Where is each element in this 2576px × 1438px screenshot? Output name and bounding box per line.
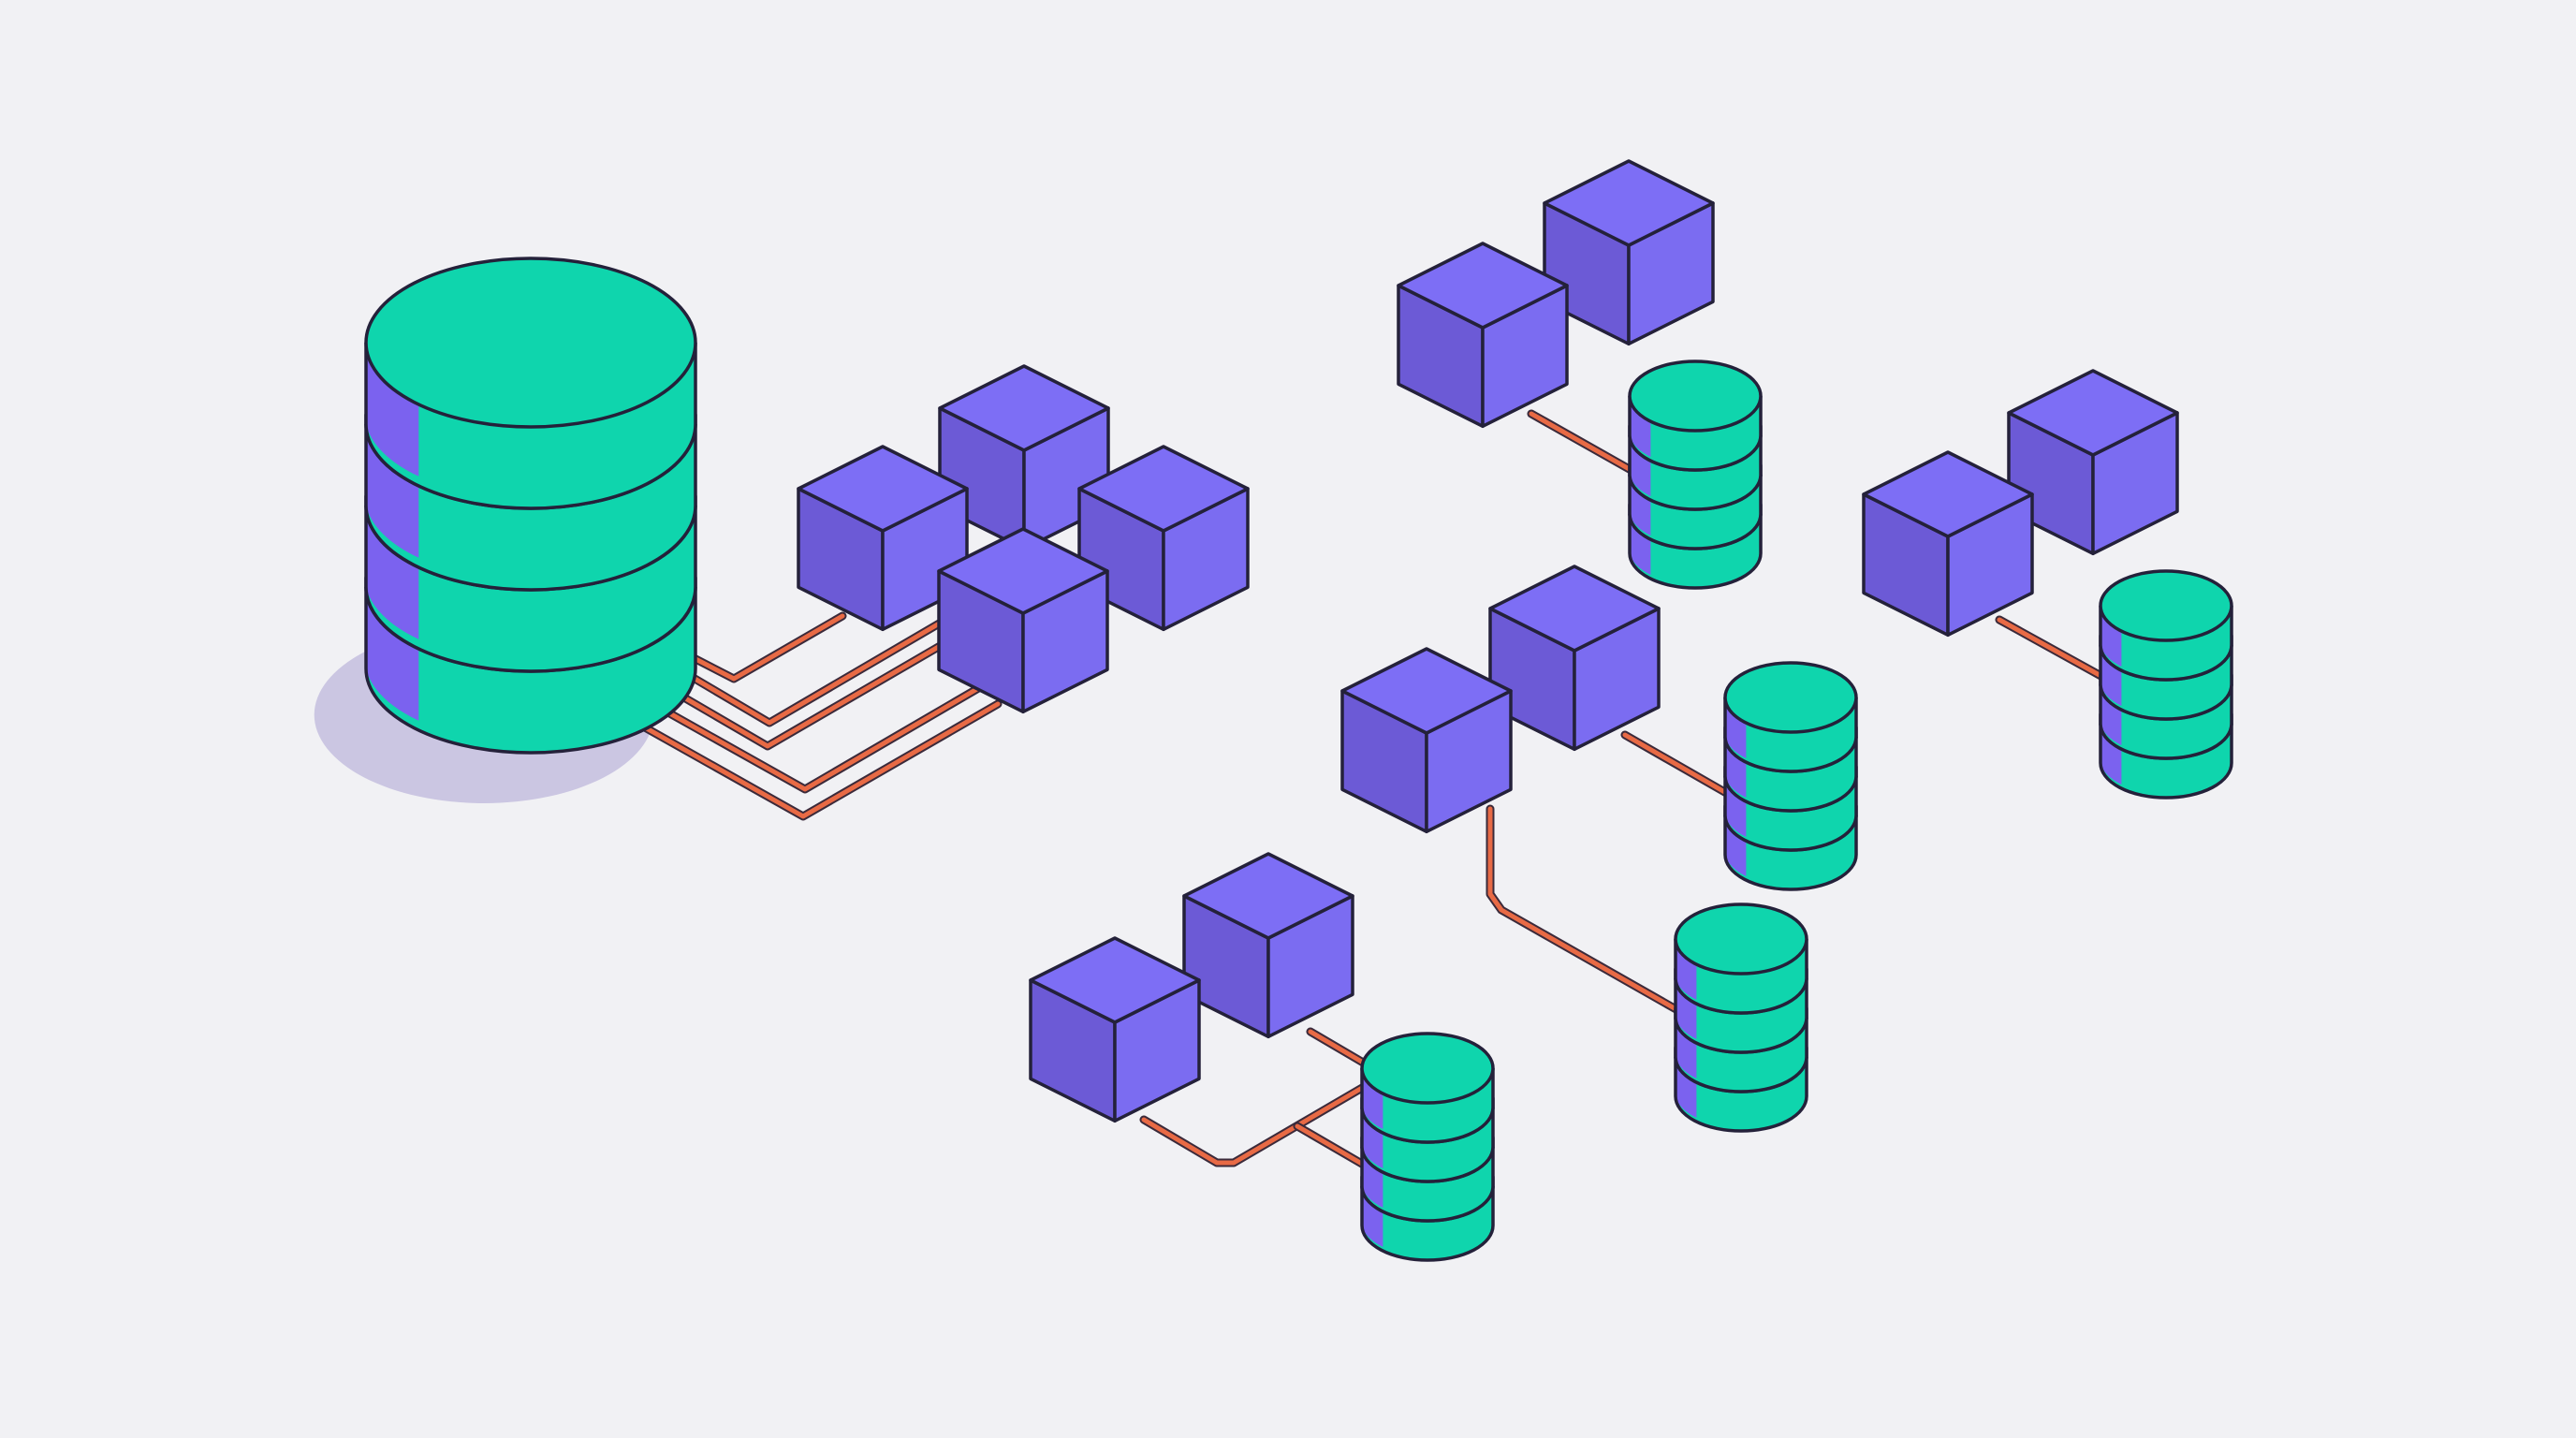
database-top xyxy=(1723,661,1858,734)
disk-outline xyxy=(1674,978,1808,1054)
connector-stroke xyxy=(1295,1123,1369,1169)
cube-top-face xyxy=(2007,369,2179,457)
database-top xyxy=(1360,1032,1495,1105)
shard-group-right-cube-back xyxy=(2007,369,2179,556)
disk-outline xyxy=(1628,514,1763,590)
disk-outline xyxy=(1674,1057,1808,1133)
cube-top-face xyxy=(1397,242,1569,330)
connector-right-group xyxy=(1995,615,2111,683)
cube-top-face xyxy=(938,364,1110,452)
database-top xyxy=(1628,360,1763,433)
disk-outline xyxy=(2099,645,2233,721)
connector-outline xyxy=(669,611,847,683)
disk-outline xyxy=(1723,697,1858,773)
shard-group-bottom-database xyxy=(1360,1032,1495,1262)
disk-outline xyxy=(364,424,697,592)
disk-outline xyxy=(1628,435,1763,511)
shard-group-top-cube-back xyxy=(1543,159,1715,346)
connector-bottom-group-1 xyxy=(1306,1027,1369,1068)
connector-stroke xyxy=(1997,617,2109,682)
disk-outline xyxy=(1723,776,1858,852)
connector-outline xyxy=(1486,804,1684,1016)
connector-central-5 xyxy=(669,611,847,683)
shard-group-bottom-cube-back xyxy=(1182,852,1354,1039)
database-top xyxy=(2099,569,2233,642)
connector-middle-group-2 xyxy=(1486,804,1684,1016)
cube-top-face xyxy=(937,527,1109,615)
shard-group-middle-cube-front xyxy=(1340,647,1513,834)
disk-outline xyxy=(1628,396,1763,472)
disk-outline xyxy=(1360,1068,1495,1144)
database-top xyxy=(364,257,697,429)
cube-top-face xyxy=(1488,565,1661,653)
connector-bottom-group-3 xyxy=(1293,1122,1371,1171)
cube-top-face xyxy=(1543,159,1715,247)
disk-outline xyxy=(364,506,697,673)
cube-top-face xyxy=(1182,852,1354,940)
shard-group-middle-database-1 xyxy=(1723,661,1858,891)
disk-outline xyxy=(2099,606,2233,682)
shard-group-middle-database-2 xyxy=(1674,902,1808,1133)
disk-outline xyxy=(364,587,697,755)
connector-stroke xyxy=(1141,1081,1371,1166)
disk-outline xyxy=(1723,737,1858,813)
disk-outline xyxy=(2099,684,2233,760)
cube-top-face xyxy=(797,445,969,533)
connector-central-1 xyxy=(572,684,1003,821)
connector-stroke xyxy=(1622,732,1731,797)
cube-top-face xyxy=(1077,445,1250,533)
cube-top-face xyxy=(1340,647,1513,735)
disk-outline xyxy=(1360,1186,1495,1262)
shard-group-middle-cube-back xyxy=(1488,565,1661,752)
cube-top-face xyxy=(1029,936,1201,1024)
shard-group-bottom-cube-front xyxy=(1029,936,1201,1123)
disk-outline xyxy=(1628,475,1763,550)
shard-group-top-database xyxy=(1628,360,1763,590)
disk-outline xyxy=(364,343,697,510)
disk-outline xyxy=(2099,724,2233,800)
central-cluster-cube-front xyxy=(937,527,1109,714)
shard-group-right-database xyxy=(2099,569,2233,800)
disk-outline xyxy=(1723,815,1858,891)
disk-outline xyxy=(1674,1018,1808,1093)
connector-middle-group-1 xyxy=(1620,730,1733,799)
central-database xyxy=(364,257,697,755)
connector-stroke xyxy=(574,686,1001,819)
connector-stroke xyxy=(1487,806,1682,1014)
disk-outline xyxy=(1360,1108,1495,1183)
objects-layer xyxy=(364,159,2233,1262)
connector-stroke xyxy=(1308,1029,1368,1066)
shard-group-top-cube-front xyxy=(1397,242,1569,429)
database-top xyxy=(1674,902,1808,976)
cube-top-face xyxy=(1862,450,2034,538)
shard-group-right-cube-front xyxy=(1862,450,2034,638)
disk-outline xyxy=(1360,1147,1495,1223)
disk-outline xyxy=(1674,939,1808,1015)
connector-bottom-group-2 xyxy=(1139,1079,1373,1167)
